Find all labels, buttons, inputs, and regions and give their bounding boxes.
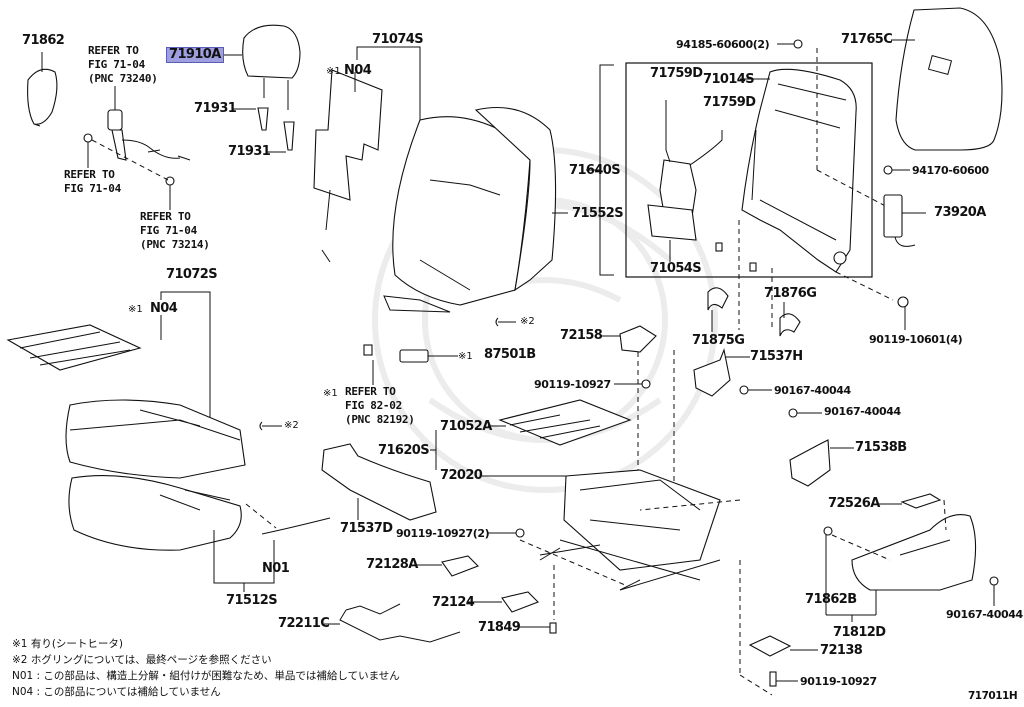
frame-group-box [625,62,873,278]
part-label-72526A[interactable]: 72526A [828,496,880,511]
part-label-90119-10927-third[interactable]: 90119-10927 [800,675,877,688]
part-label-71759D-second[interactable]: 71759D [703,95,756,110]
ref-line2: FIG 71-04 [140,224,197,237]
part-label-90119-10927-2[interactable]: 90119-10927(2) [396,527,490,540]
part-label-71052A[interactable]: 71052A [440,419,492,434]
part-label-71512S[interactable]: 71512S [226,593,278,608]
part-label-71849[interactable]: 71849 [478,620,521,635]
footnote-N01: N01 : この部品は、構造上分解・組付けが困難なため、単品では補給していません [12,670,400,682]
part-label-71552S[interactable]: 71552S [572,206,624,221]
ref-line3: (PNC 82192) [345,413,415,426]
note-mark-1: ※1 [458,351,473,362]
part-label-71640S[interactable]: 71640S [569,163,621,178]
part-seatback-cushion [383,107,557,313]
part-label-71875G[interactable]: 71875G [692,333,745,348]
part-label-90167-40044-third[interactable]: 90167-40044 [946,608,1023,621]
note-label-N01[interactable]: N01 [262,561,290,576]
ref-line3: (PNC 73214) [140,238,210,251]
ref-line2: FIG 71-04 [88,58,145,71]
ref-line2: FIG 71-04 [64,182,121,195]
figure-number: 717011H [968,690,1018,702]
ref-line1: REFER TO [140,210,191,223]
refer-fig-71-04-pnc-73240[interactable]: REFER TO FIG 71-04 (PNC 73240) [88,44,158,86]
part-label-71538B[interactable]: 71538B [855,440,907,455]
part-label-71931-second[interactable]: 71931 [228,144,271,159]
part-label-71931[interactable]: 71931 [194,101,237,116]
footnotes: ※1 有り(シートヒータ) ※2 ホグリングについては、最終ページを参照ください… [12,636,400,700]
footnote-N04: N04 : この部品については補給していません [12,686,221,698]
part-seat-track [539,469,721,591]
part-label-94170-60600[interactable]: 94170-60600 [912,164,989,177]
part-label-71862B[interactable]: 71862B [805,592,857,607]
part-label-71759D[interactable]: 71759D [650,66,703,81]
note-mark-2: ※2 [284,420,299,431]
part-seatbelt-buckle [83,86,191,210]
part-label-71074S[interactable]: 71074S [372,32,424,47]
part-seatback-board [891,7,1003,151]
part-label-90167-40044-second[interactable]: 90167-40044 [824,405,901,418]
refer-fig-71-04[interactable]: REFER TO FIG 71-04 [64,168,121,196]
part-label-71537H[interactable]: 71537H [750,349,803,364]
part-label-71812D[interactable]: 71812D [833,625,886,640]
note-label-N04-second[interactable]: N04 [150,301,178,316]
part-label-72124[interactable]: 72124 [432,595,475,610]
part-label-73920A[interactable]: 73920A [934,205,986,220]
part-label-72158[interactable]: 72158 [560,328,603,343]
part-label-71910A-highlighted[interactable]: 71910A [166,47,224,63]
part-label-90119-10927[interactable]: 90119-10927 [534,378,611,391]
ref-line1: REFER TO [88,44,139,57]
part-label-72211C[interactable]: 72211C [278,616,330,631]
note-mark-1: ※1 [326,66,341,77]
part-seatback-heater [313,46,421,263]
part-label-71862[interactable]: 71862 [22,33,65,48]
part-label-90167-40044[interactable]: 90167-40044 [774,384,851,397]
refer-fig-71-04-pnc-73214[interactable]: REFER TO FIG 71-04 (PNC 73214) [140,210,210,252]
ref-line3: (PNC 73240) [88,72,158,85]
part-71862-cover [27,68,58,127]
part-label-72128A[interactable]: 72128A [366,557,418,572]
part-headrest [217,24,301,153]
note-mark-2: ※2 [520,316,535,327]
part-label-71620S[interactable]: 71620S [378,443,430,458]
part-label-71014S[interactable]: 71014S [703,72,755,87]
part-label-71765C[interactable]: 71765C [841,32,893,47]
part-label-87501B[interactable]: 87501B [484,347,536,362]
part-label-72138[interactable]: 72138 [820,643,863,658]
part-label-94185-60600[interactable]: 94185-60600(2) [676,38,770,51]
footnote-1: ※1 有り(シートヒータ) [12,638,124,650]
part-seatback-frame [740,68,857,273]
part-label-71054S[interactable]: 71054S [650,261,702,276]
part-label-90119-10601[interactable]: 90119-10601(4) [869,333,963,346]
part-lumbar-support [647,100,757,272]
ref-line1: REFER TO [64,168,115,181]
part-label-71537D[interactable]: 71537D [340,521,393,536]
part-label-71876G[interactable]: 71876G [764,286,817,301]
ref-line1: REFER TO [345,385,396,398]
note-mark-1: ※1 [128,304,143,315]
part-label-72020[interactable]: 72020 [440,468,483,483]
part-label-71072S[interactable]: 71072S [166,267,218,282]
note-label-N04[interactable]: N04 [344,63,372,78]
footnote-2: ※2 ホグリングについては、最終ページを参照ください [12,654,272,666]
note-mark-1: ※1 [323,388,338,399]
ref-line2: FIG 82-02 [345,399,402,412]
refer-fig-82-02-pnc-82192[interactable]: REFER TO FIG 82-02 (PNC 82192) [345,385,415,427]
